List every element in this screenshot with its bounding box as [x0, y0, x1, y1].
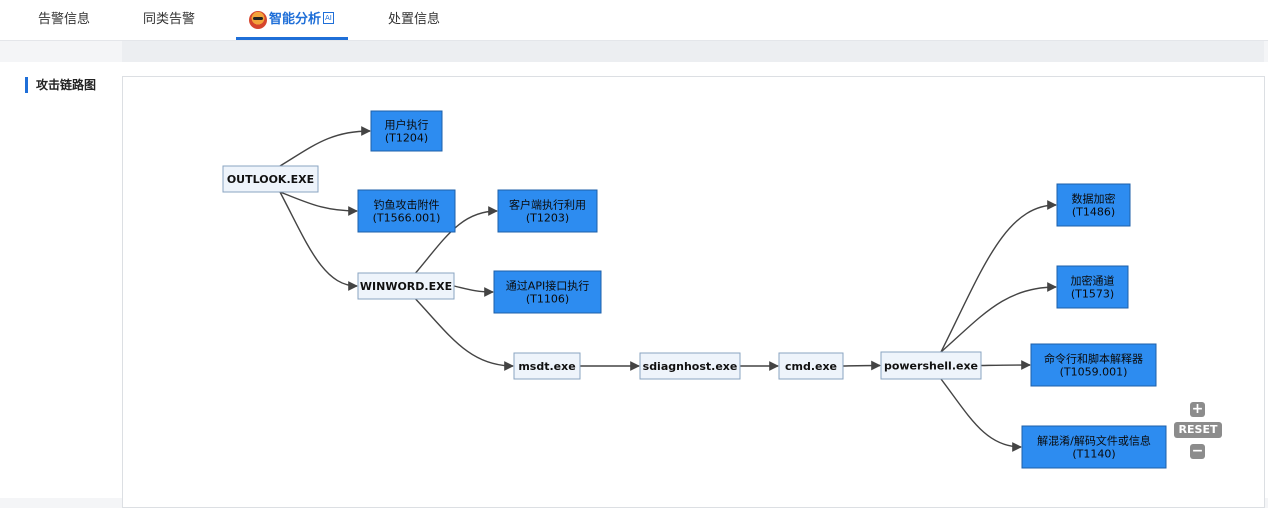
node-t1140-box	[1021, 425, 1167, 469]
edge-outlook-to-t1566	[279, 191, 358, 216]
node-msdt-label-0: msdt.exe	[518, 360, 575, 373]
node-sdiag[interactable]: sdiagnhost.exe	[639, 352, 741, 380]
node-t1566[interactable]: 钓鱼攻击附件(T1566.001)	[357, 189, 456, 233]
node-sdiag-box	[639, 352, 741, 380]
zoom-in-button[interactable]: +	[1190, 401, 1205, 417]
node-t1573[interactable]: 加密通道(T1573)	[1056, 265, 1129, 309]
graph-nodes: OUTLOOK.EXE 用户执行(T1204) 钓鱼攻击附件(T1566.001) W…	[222, 110, 1167, 469]
node-outlook-label-0: OUTLOOK.EXE	[227, 173, 314, 186]
edge-ps-to-t1059	[980, 360, 1031, 370]
node-t1204[interactable]: 用户执行(T1204)	[370, 110, 443, 152]
node-t1573-label-1: (T1573)	[1071, 288, 1114, 301]
node-msdt[interactable]: msdt.exe	[513, 352, 581, 380]
tab-alert-info[interactable]: 告警信息	[37, 12, 90, 27]
tab-smart-analysis[interactable]: 智能分析	[268, 12, 321, 27]
node-t1486[interactable]: 数据加密(T1486)	[1056, 183, 1131, 227]
node-sdiag-label-0: sdiagnhost.exe	[643, 360, 738, 373]
node-t1059[interactable]: 命令行和脚本解释器(T1059.001)	[1030, 343, 1157, 387]
node-t1486-box	[1056, 183, 1131, 227]
node-t1203-label-0: 客户端执行利用	[509, 198, 586, 212]
node-t1486-label-0: 数据加密	[1072, 192, 1116, 206]
node-t1106-label-1: (T1106)	[526, 293, 569, 306]
edge-ps-to-t1573	[940, 282, 1057, 353]
node-t1566-label-0: 钓鱼攻击附件	[374, 198, 440, 212]
node-cmd-label-0: cmd.exe	[785, 360, 837, 373]
node-outlook[interactable]: OUTLOOK.EXE	[222, 165, 319, 193]
node-t1106[interactable]: 通过API接口执行(T1106)	[493, 270, 602, 314]
node-t1140[interactable]: 解混淆/解码文件或信息(T1140)	[1021, 425, 1167, 469]
reset-button[interactable]: RESET	[1174, 422, 1222, 438]
edge-ps-to-t1486	[940, 200, 1057, 353]
node-t1204-box	[370, 110, 443, 152]
edge-outlook-to-t1204	[279, 126, 371, 167]
section-title: 攻击链路图	[36, 78, 97, 92]
node-t1204-label-0: 用户执行	[385, 118, 429, 132]
info-strip	[122, 41, 1264, 62]
graph-edges	[279, 126, 1057, 452]
edge-cmd-to-ps	[842, 360, 881, 371]
edge-winword-to-msdt	[415, 298, 514, 371]
node-winword-box	[357, 272, 455, 300]
node-t1204-label-1: (T1204)	[385, 132, 428, 145]
tab-similar-alerts[interactable]: 同类告警	[142, 12, 195, 27]
edge-outlook-to-winword	[279, 191, 358, 291]
node-t1203[interactable]: 客户端执行利用(T1203)	[497, 189, 598, 233]
node-t1106-box	[493, 270, 602, 314]
node-t1486-label-1: (T1486)	[1072, 206, 1115, 219]
attack-chain-canvas[interactable]: OUTLOOK.EXE 用户执行(T1204) 钓鱼攻击附件(T1566.001) W…	[122, 76, 1265, 508]
tab-bar: 告警信息 同类告警 智能分析 AI 处置信息	[0, 0, 1268, 41]
attack-chain-graph[interactable]: OUTLOOK.EXE 用户执行(T1204) 钓鱼攻击附件(T1566.001) W…	[123, 77, 1264, 507]
ai-badge: AI	[323, 12, 334, 24]
tab-disposal-info[interactable]: 处置信息	[387, 12, 440, 27]
node-t1566-label-1: (T1566.001)	[373, 212, 441, 225]
node-outlook-box	[222, 165, 319, 193]
ai-avatar-icon	[249, 11, 267, 29]
edge-winword-to-t1106	[453, 285, 494, 297]
node-t1140-label-1: (T1140)	[1072, 448, 1115, 461]
node-t1140-label-0: 解混淆/解码文件或信息	[1037, 434, 1151, 448]
node-t1106-label-0: 通过API接口执行	[506, 279, 589, 293]
node-t1566-box	[357, 189, 456, 233]
node-msdt-box	[513, 352, 581, 380]
node-ps-label-0: powershell.exe	[884, 360, 978, 373]
node-winword-label-0: WINWORD.EXE	[360, 280, 452, 293]
zoom-out-button[interactable]: −	[1190, 443, 1205, 459]
node-winword[interactable]: WINWORD.EXE	[357, 272, 455, 300]
node-ps-box	[880, 351, 982, 380]
edge-ps-to-t1140	[940, 378, 1022, 452]
node-ps[interactable]: powershell.exe	[880, 351, 982, 380]
node-t1059-label-1: (T1059.001)	[1060, 366, 1128, 379]
node-t1573-box	[1056, 265, 1129, 309]
node-t1203-label-1: (T1203)	[526, 212, 569, 225]
node-t1059-label-0: 命令行和脚本解释器	[1044, 352, 1143, 366]
node-cmd-box	[778, 352, 844, 380]
node-t1203-box	[497, 189, 598, 233]
active-tab-underline	[236, 37, 348, 40]
section-accent-bar	[25, 77, 28, 93]
node-t1059-box	[1030, 343, 1157, 387]
node-cmd[interactable]: cmd.exe	[778, 352, 844, 380]
node-t1573-label-0: 加密通道	[1071, 274, 1115, 288]
